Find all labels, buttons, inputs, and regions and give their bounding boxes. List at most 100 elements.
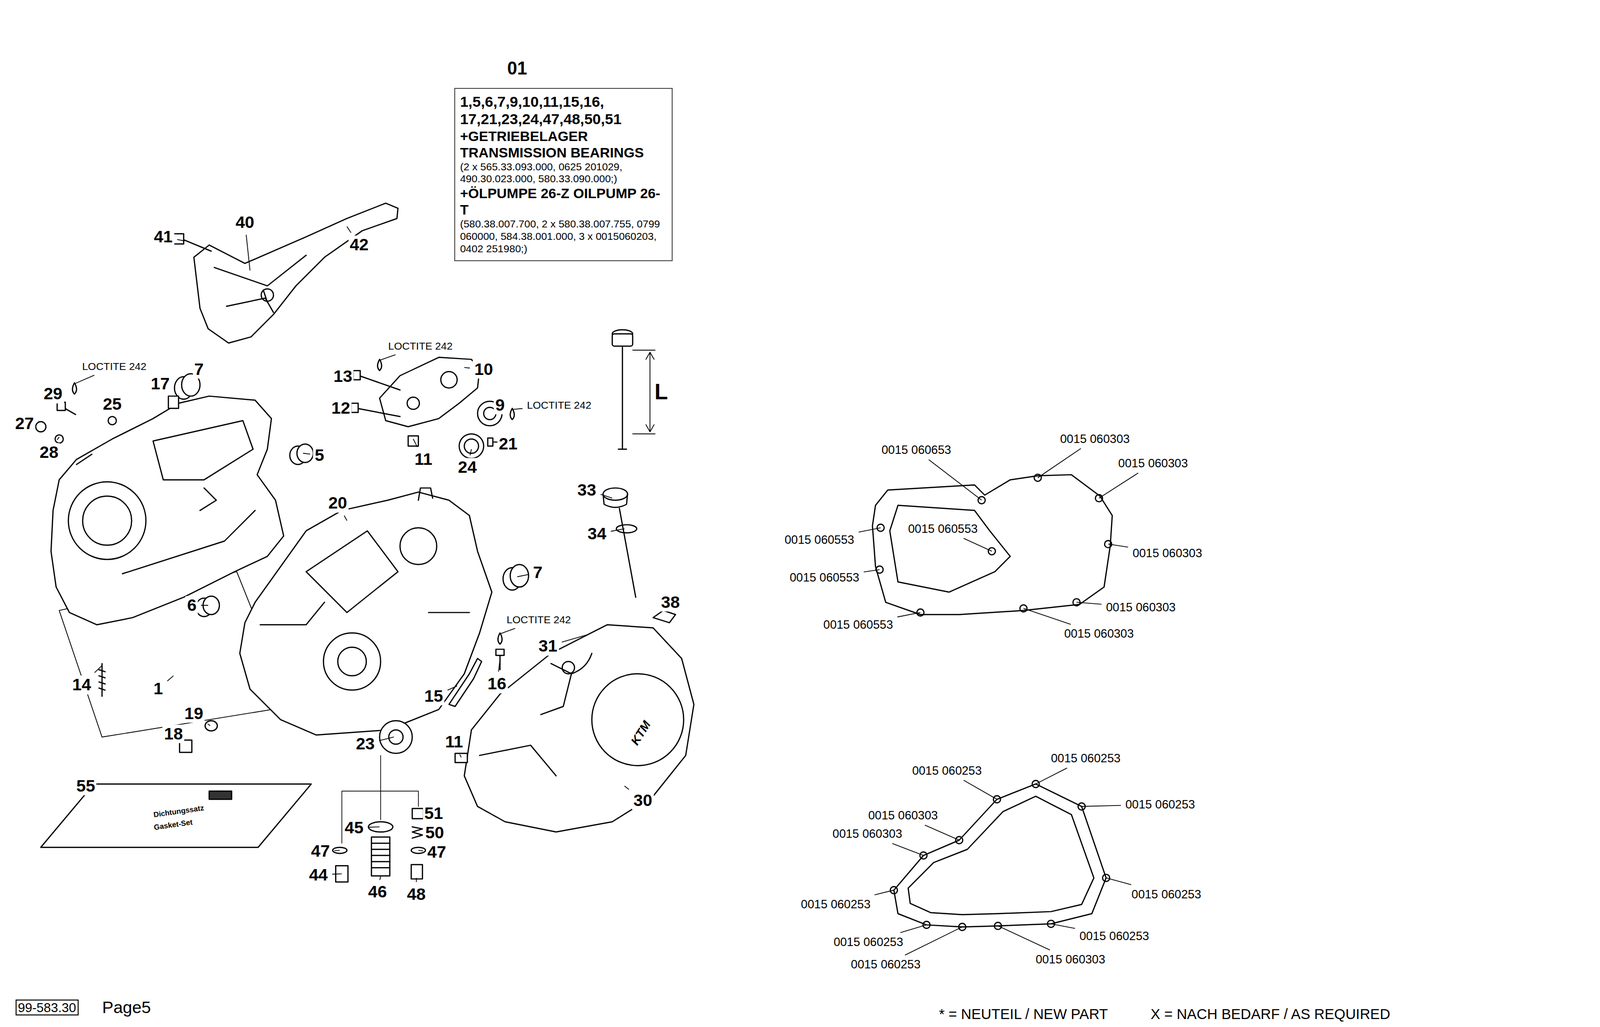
- callout-number: 7: [531, 562, 545, 582]
- leader-line: [928, 459, 982, 501]
- oil-pump: [350, 357, 502, 459]
- callout-number: 29: [42, 384, 65, 404]
- leader-line: [610, 528, 625, 532]
- parts-note: (580.38.007.700, 2 x 580.38.007.755, 079…: [460, 217, 667, 255]
- callout-number: 27: [13, 414, 36, 433]
- crankcase-right: [239, 491, 492, 735]
- page-code: 99-583.30: [15, 998, 79, 1016]
- clutch-cover: [591, 673, 684, 766]
- gasket-part-number: 0015 060553: [782, 533, 856, 547]
- loctite-drop: [510, 408, 515, 420]
- leader-line: [344, 515, 347, 521]
- callout-number: 5: [313, 445, 326, 465]
- screw-symbol: [98, 648, 504, 763]
- callout-number: 55: [74, 776, 97, 795]
- screw-symbol: [455, 753, 468, 763]
- bolt-symbol: [173, 233, 211, 252]
- oil-plug: [603, 487, 628, 501]
- leader-line: [624, 785, 629, 790]
- callout-number: 44: [307, 865, 330, 884]
- leader-line: [997, 925, 1050, 950]
- gasket-hole: [993, 795, 1001, 803]
- loctite-drop: [497, 632, 502, 644]
- footnote: X = NACH BEDARF / AS REQUIRED: [1149, 1006, 1392, 1023]
- leader-line: [1050, 923, 1075, 928]
- oil-pump: [407, 397, 420, 410]
- screw-symbol: [205, 720, 218, 731]
- callout-number: 41: [152, 227, 175, 246]
- bolt-symbol: [181, 238, 212, 252]
- chain-guide: [194, 203, 399, 344]
- leader-line: [201, 604, 209, 606]
- leader-line: [561, 634, 587, 643]
- leader-line: [246, 234, 251, 271]
- dipstick: [612, 333, 633, 347]
- leader-line: [334, 849, 340, 851]
- chain-guide: [194, 203, 399, 344]
- leader-line: [379, 875, 381, 880]
- crankcase-right: [337, 646, 367, 676]
- leader-line: [600, 494, 613, 499]
- chain-guide: [261, 288, 274, 302]
- gasket-hole: [1034, 474, 1042, 482]
- callout-number: 45: [343, 818, 365, 837]
- loctite-drop: [72, 359, 515, 644]
- gasket-part-number: 0015 060253: [1049, 751, 1122, 765]
- callout-number: 24: [456, 458, 479, 477]
- leader-line: [302, 453, 310, 455]
- leader-line: [1106, 877, 1131, 885]
- drain-assembly: [332, 846, 348, 853]
- page-number: Page5: [100, 997, 153, 1017]
- leader-line: [207, 723, 210, 726]
- small-parts: [168, 396, 179, 409]
- parts-set-box: 011,5,6,7,9,10,11,15,16, 17,21,23,24,47,…: [454, 87, 673, 262]
- gasket-hole: [876, 474, 1113, 931]
- screw-symbol: [388, 729, 404, 745]
- dipstick: [618, 347, 627, 450]
- oil-plug: [603, 487, 637, 598]
- gasket-part-number: 0015 060253: [832, 935, 905, 949]
- crankcase-right: [323, 632, 381, 690]
- leader-line: [1099, 472, 1139, 498]
- parts-note: +ÖLPUMPE 26-Z OILPUMP 26-T: [460, 185, 667, 218]
- loctite-drop: [72, 382, 77, 395]
- clutch-cover: [464, 624, 694, 832]
- callout-number: 40: [233, 212, 256, 232]
- callout-number: 38: [659, 592, 682, 612]
- gasket-part-number: 0015 060303: [1058, 432, 1131, 446]
- parts-note: 1,5,6,7,9,10,11,15,16, 17,21,23,24,47,48…: [460, 92, 667, 129]
- gasket-hole: [1032, 780, 1040, 788]
- callout-number: 11: [443, 732, 465, 752]
- leader-line: [858, 527, 881, 533]
- oil-pump: [356, 375, 400, 417]
- gasket-hole: [955, 836, 963, 844]
- gasket-part-number: 0015 060303: [1034, 952, 1107, 966]
- leader-line: [900, 924, 927, 933]
- callout-number: 34: [586, 524, 609, 543]
- small-parts: [35, 421, 47, 432]
- drain-assembly: [411, 846, 426, 853]
- callout-number: 6: [185, 595, 199, 615]
- leader-line: [1037, 448, 1081, 478]
- callout-number: 17: [149, 374, 172, 393]
- leader-line: [897, 612, 921, 617]
- leader-line: [1081, 805, 1121, 807]
- crankcase-right: [239, 487, 492, 735]
- callout-number: 12: [330, 398, 352, 418]
- drain-assembly: [411, 864, 423, 879]
- callout-number: 42: [348, 235, 371, 255]
- leader-line: [470, 448, 472, 455]
- gasket-part-number: 0015 060253: [1078, 929, 1151, 943]
- leader-line: [517, 574, 529, 577]
- gasket-part-number: 0015 060253: [1129, 887, 1203, 901]
- gasket-part-number: 0015 060553: [822, 618, 895, 631]
- callout-number: 23: [354, 734, 377, 754]
- gasket-part-number: 0015 060253: [910, 764, 983, 777]
- bushing-symbol: [174, 373, 529, 617]
- clip-symbol: [653, 610, 676, 623]
- gasket-outline: [889, 505, 1011, 593]
- screw-symbol: [98, 663, 105, 696]
- callout-number: 01: [507, 58, 528, 79]
- clutch-cover: [464, 624, 694, 832]
